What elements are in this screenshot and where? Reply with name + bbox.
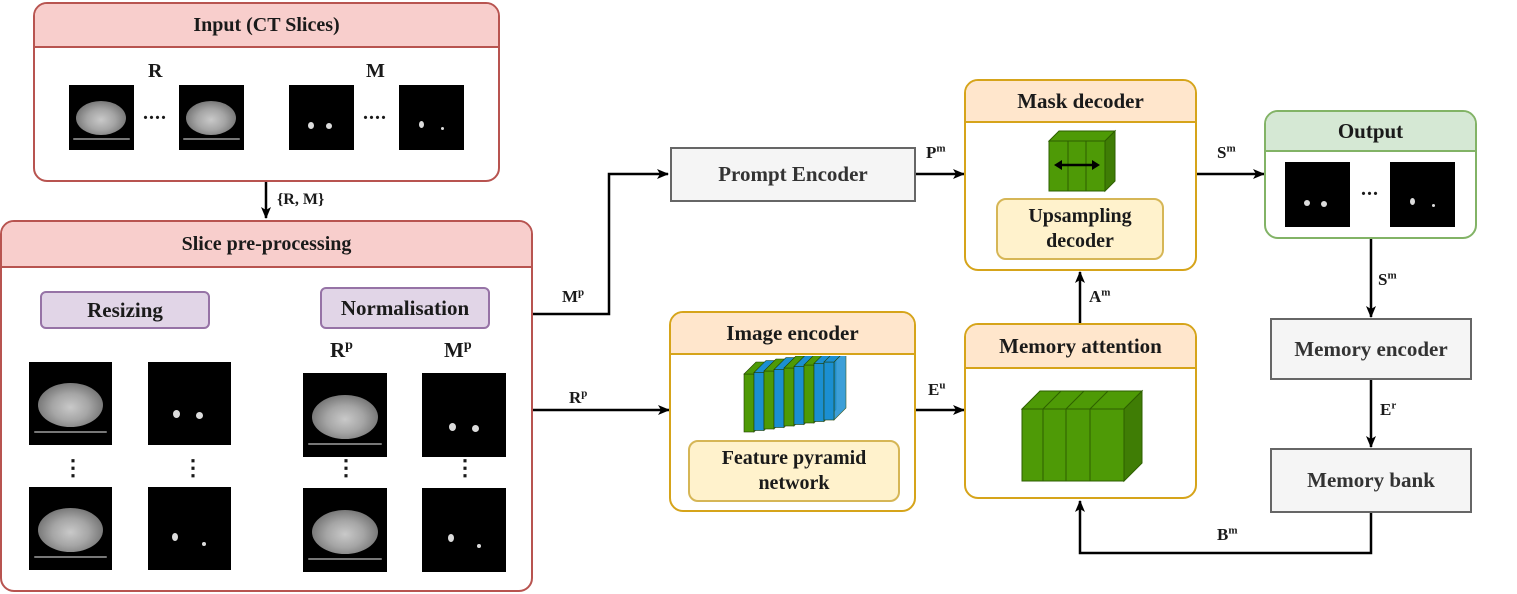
output-mask-first — [1285, 162, 1350, 227]
feature-layer-face — [743, 373, 755, 433]
feature-pyramid-block: Feature pyramid network — [688, 440, 900, 502]
feature-layer-face — [803, 364, 815, 424]
mask-decoder-title: Mask decoder — [966, 81, 1195, 123]
input-label-m: M — [366, 60, 385, 82]
input-m-ellipsis: .... — [363, 102, 387, 124]
edge-label-rm: {R, M} — [277, 191, 325, 208]
feature-layer-face — [763, 370, 775, 430]
resized-mask-first — [148, 362, 231, 445]
normalised-vdots-left: ⋮ — [335, 455, 357, 480]
edge-label-sm-right: Sm — [1378, 269, 1397, 289]
arrow-mp-to-prompt-encoder — [533, 169, 669, 316]
prompt-encoder-block: Prompt Encoder — [670, 147, 916, 202]
normalised-vdots-right: ⋮ — [454, 455, 476, 480]
arrow-memory-bank-to-memory-attention — [1075, 500, 1373, 555]
edge-label-bm: Bm — [1217, 524, 1238, 544]
input-r-ellipsis: .... — [143, 102, 167, 124]
resized-vdots-left: ⋮ — [62, 455, 84, 480]
input-mask-last — [399, 85, 464, 150]
edge-label-am: Am — [1089, 286, 1111, 306]
input-ct-slice-last — [179, 85, 244, 150]
feature-layer-face — [753, 372, 765, 431]
normalisation-step: Normalisation — [320, 287, 490, 329]
memory-bank-block: Memory bank — [1270, 448, 1472, 513]
feature-layer-side — [833, 356, 847, 421]
preproc-label-rp: Rp — [330, 338, 353, 362]
resized-ct-slice-last — [29, 487, 112, 570]
edge-label-eu: Eu — [928, 379, 946, 399]
output-title: Output — [1266, 112, 1475, 152]
feature-layer-top — [823, 356, 841, 363]
feature-layer-top — [783, 356, 807, 369]
normalised-ct-slice-first — [303, 373, 387, 457]
preprocessing-panel-title: Slice pre-processing — [2, 222, 531, 268]
input-mask-first — [289, 85, 354, 150]
resized-vdots-right: ⋮ — [182, 455, 204, 480]
upsampling-cube-icon — [1047, 129, 1117, 193]
memory-attention-title: Memory attention — [966, 325, 1195, 369]
input-label-r: R — [148, 60, 163, 82]
edge-label-er: Er — [1380, 399, 1397, 419]
image-encoder-title: Image encoder — [671, 313, 914, 355]
normalised-ct-slice-last — [303, 488, 387, 572]
normalised-mask-first — [422, 373, 506, 457]
input-panel-title: Input (CT Slices) — [35, 4, 498, 48]
input-ct-slice-first — [69, 85, 134, 150]
edge-label-sm-top: Sm — [1217, 142, 1236, 162]
resizing-step: Resizing — [40, 291, 210, 329]
feature-layer-top — [813, 356, 832, 364]
output-mask-last — [1390, 162, 1455, 227]
normalised-mask-last — [422, 488, 506, 572]
resized-mask-last — [148, 487, 231, 570]
feature-layer-face — [783, 367, 795, 427]
feature-layer-face — [773, 369, 785, 428]
memory-encoder-block: Memory encoder — [1270, 318, 1472, 380]
feature-layer-top — [803, 356, 824, 366]
output-ellipsis: ... — [1361, 178, 1379, 200]
edge-label-pm: Pm — [926, 142, 946, 162]
feature-layer-face — [793, 366, 805, 425]
image-encoder-stack-icon — [743, 356, 847, 433]
memory-attention-cube-icon — [1020, 389, 1144, 483]
upsampling-decoder-block: Upsampling decoder — [996, 198, 1164, 260]
feature-layer-face — [813, 363, 825, 422]
edge-label-mp: Mp — [562, 286, 585, 306]
resized-ct-slice-first — [29, 362, 112, 445]
edge-label-rp: Rp — [569, 387, 588, 407]
preproc-label-mp: Mp — [444, 338, 472, 362]
feature-layer-top — [793, 356, 815, 367]
feature-layer-face — [823, 361, 835, 421]
